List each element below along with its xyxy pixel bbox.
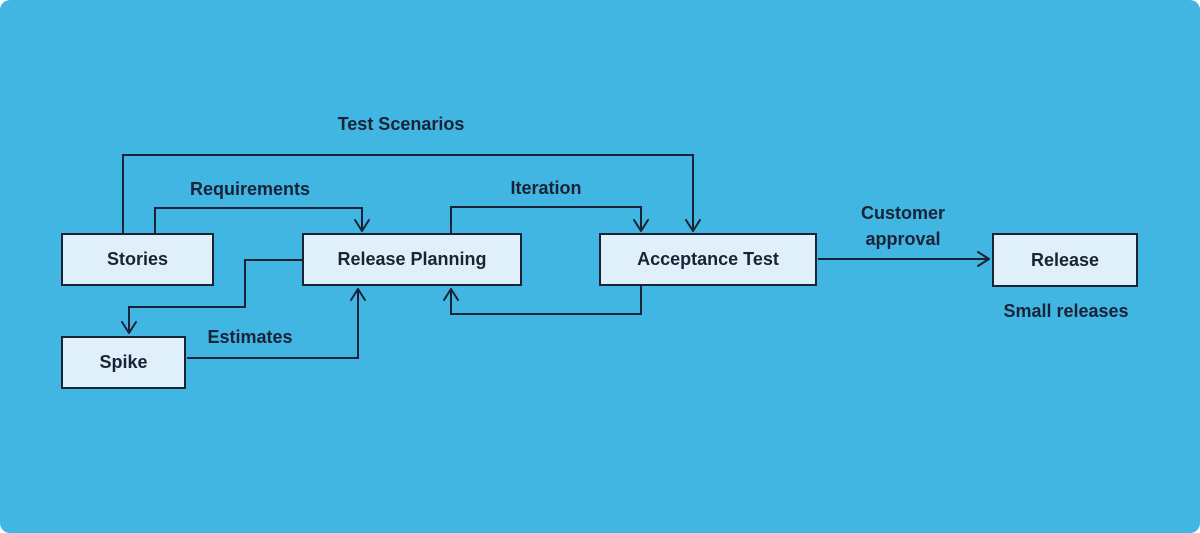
node-release-planning: Release Planning (302, 233, 522, 286)
node-stories: Stories (61, 233, 214, 286)
edge-spike-to-release-planning (187, 288, 366, 359)
edge-label-requirements: Requirements (189, 179, 311, 199)
edge-release-planning-to-acceptance-test (450, 206, 649, 233)
node-acceptance-test: Acceptance Test (599, 233, 817, 286)
edge-stories-to-acceptance-test (122, 154, 701, 233)
edge-label-customer-approval: Customer approval (860, 203, 945, 249)
node-release: Release (992, 233, 1138, 287)
edge-stories-to-release-planning (154, 207, 370, 233)
node-spike: Spike (61, 336, 186, 389)
edge-label-iteration: Iteration (510, 178, 582, 198)
edge-label-small-releases: Small releases (1003, 301, 1129, 321)
edge-label-estimates: Estimates (207, 327, 293, 347)
edge-label-test-scenarios: Test Scenarios (337, 114, 465, 134)
edge-release-planning-to-spike (121, 259, 302, 334)
edge-acceptance-test-to-release-planning (443, 286, 642, 315)
